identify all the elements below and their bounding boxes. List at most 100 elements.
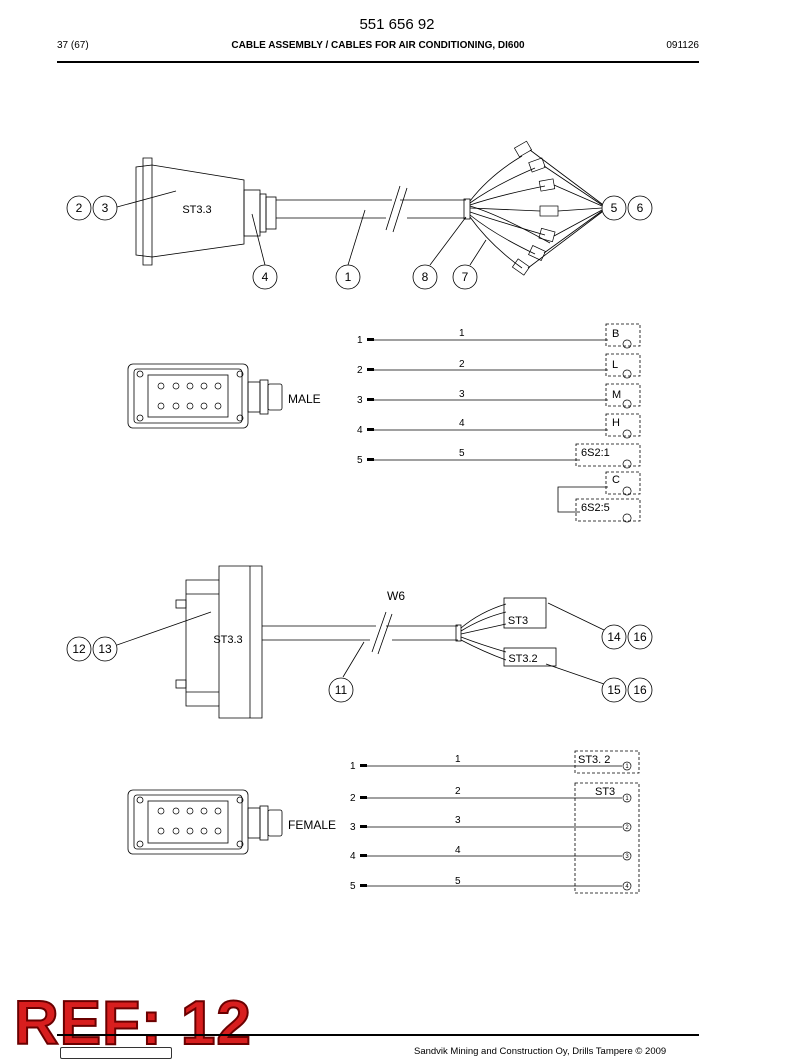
wire-number: 3 [455,815,461,826]
male-connector-icon [127,363,283,429]
wire-number: 4 [459,418,465,429]
balloon-label: 16 [633,683,647,697]
terminal-label: H [612,417,620,429]
balloon-1 [335,264,361,290]
balloon-label: 2 [76,201,83,215]
balloon-label: 6 [637,201,644,215]
cable-assembly-drawing-1: 2 3 4 1 8 7 5 6 ST3.3 [66,140,653,290]
balloon-12 [66,636,92,662]
balloons [66,195,653,290]
connector-label: ST3.3 [213,634,242,646]
balloon-label: 7 [462,270,469,284]
male-label: MALE [288,392,321,406]
male-pin-rows [367,338,608,513]
cable-assembly-drawing-2: 12 13 11 14 16 15 16 ST3.3 W6 ST3 ST3.2 [66,565,653,719]
balloon-4 [252,264,278,290]
pin-number: 5 [357,455,363,466]
balloon-label: 15 [607,683,621,697]
leader-lines [116,190,487,266]
wiring-diagram-male: MALE [127,323,641,523]
terminal-label: B [612,328,619,340]
wiring-diagram-female: FEMALE 1 2 3 4 5 [127,750,640,894]
pin-number: 1 [357,335,363,346]
terminal-label: C [612,474,620,486]
balloon-13 [92,636,118,662]
footer-copyright: Sandvik Mining and Construction Oy, Dril… [414,1046,667,1057]
company-logo [60,1047,172,1059]
balloon-label: 1 [345,270,352,284]
male-terminals [575,323,641,522]
balloon-11 [328,677,354,703]
balloon-label: 11 [335,683,348,697]
cable [262,597,557,667]
female-label: FEMALE [288,818,336,832]
balloon-label: 8 [422,270,429,284]
balloon-label: 3 [102,201,109,215]
page-indicator: 37 (67) [57,40,89,51]
wire-fanout [469,140,603,276]
plug-label: ST3.2 [508,653,537,665]
plug-label: ST3 [508,615,528,627]
balloon-3 [92,195,118,221]
wire-number: 1 [455,754,461,765]
leader-lines [116,602,605,685]
wire-number: 5 [459,448,465,459]
terminal-label: 6S2:1 [581,447,610,459]
header-rule [57,61,699,63]
terminal-label: ST3 [595,786,615,798]
terminal-pin: 3 [625,854,629,860]
wire-number: 4 [455,845,461,856]
balloon-7 [452,264,478,290]
terminal-label: L [612,359,618,371]
balloon-5 [601,195,627,221]
balloon-15 [601,677,627,703]
pin-number: 3 [357,395,363,406]
document-date: 091126 [666,40,699,51]
terminal-pin: 1 [625,764,629,770]
terminal-pin: 1 [625,796,629,802]
pin-number: 4 [357,425,363,436]
connector-label: ST3.3 [182,204,211,216]
balloon-label: 13 [98,642,112,656]
pin-number: 2 [357,365,363,376]
wire-number: 3 [459,389,465,400]
terminal-label: ST3. 2 [578,754,610,766]
balloon-2 [66,195,92,221]
wire-number: 1 [459,328,465,339]
pin-number: 5 [350,881,356,892]
terminal-pin: 4 [625,884,629,890]
balloon-16b [627,677,653,703]
balloon-6 [627,195,653,221]
connector-housing [175,565,263,719]
header-row: 37 (67) CABLE ASSEMBLY / CABLES FOR AIR … [57,40,699,56]
female-pin-rows [360,764,622,887]
balloon-label: 5 [611,201,618,215]
pin-number: 1 [350,761,356,772]
pin-number: 4 [350,851,356,862]
terminal-label: M [612,389,621,401]
balloon-label: 14 [607,630,621,644]
balloon-16 [627,624,653,650]
balloon-label: 16 [633,630,647,644]
balloon-14 [601,624,627,650]
pin-number: 2 [350,793,356,804]
balloon-label: 4 [262,270,269,284]
terminal-label: 6S2:5 [581,502,610,514]
terminal-pin: 2 [625,825,629,831]
balloon-8 [412,264,438,290]
balloons [66,624,653,703]
female-connector-icon [127,789,283,855]
wire-number: 5 [455,876,461,887]
connector-housing [135,157,277,266]
female-terminals [574,750,640,894]
wire-number: 2 [459,359,465,370]
page-title: CABLE ASSEMBLY / CABLES FOR AIR CONDITIO… [231,40,525,51]
wire-number: 2 [455,786,461,797]
pin-number: 3 [350,822,356,833]
balloon-label: 12 [72,642,86,656]
cable [276,185,471,233]
document-number: 551 656 92 [359,16,435,33]
footer-rule [57,1034,699,1036]
cable-label: W6 [387,589,405,603]
